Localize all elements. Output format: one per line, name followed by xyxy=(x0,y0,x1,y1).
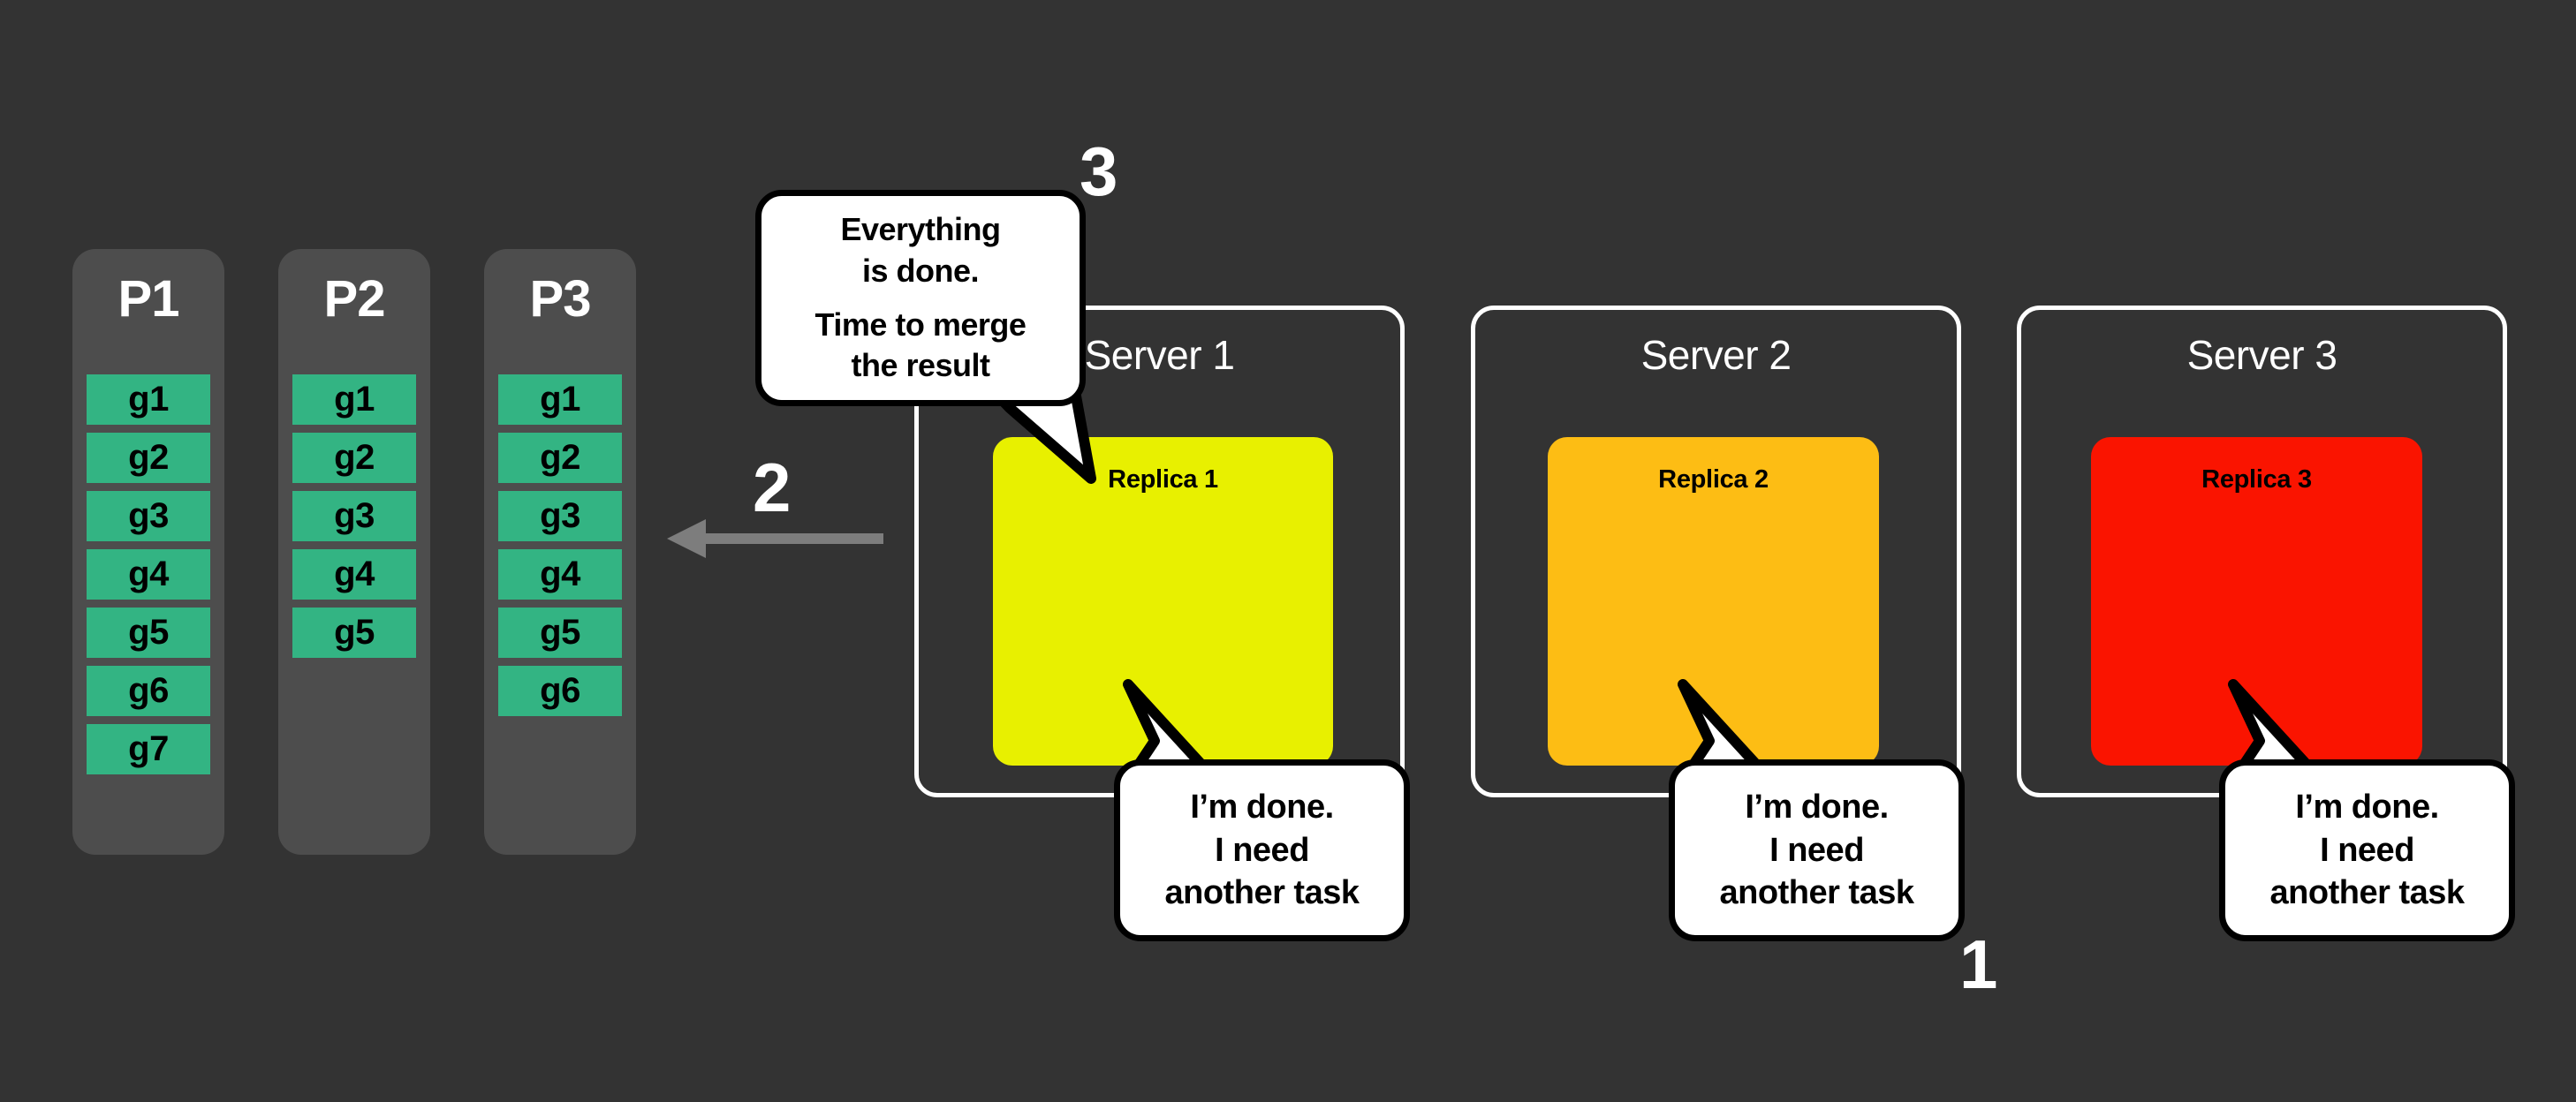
server-title: Server 3 xyxy=(2186,332,2337,378)
partition-title: P1 xyxy=(117,270,180,328)
replica-box-1: Replica 1 xyxy=(993,437,1333,766)
group-block: g4 xyxy=(87,549,210,600)
bubble-line: I’m done. xyxy=(1190,789,1334,826)
server-title: Server 1 xyxy=(1084,332,1235,378)
partition-card-p3: P3 g1 g2 g3 g4 g5 g6 xyxy=(484,249,636,855)
group-block: g3 xyxy=(292,491,416,541)
partition-card-p1: P1 g1 g2 g3 g4 g5 g6 g7 xyxy=(72,249,224,855)
bubble-line: Time to merge xyxy=(814,306,1027,343)
group-block: g6 xyxy=(498,666,622,716)
group-block: g2 xyxy=(498,433,622,483)
bubble-line: is done. xyxy=(861,252,980,289)
server-title: Server 2 xyxy=(1640,332,1792,378)
group-block: g4 xyxy=(498,549,622,600)
step-number-1: 1 xyxy=(1959,925,1997,1003)
group-block: g4 xyxy=(292,549,416,600)
done-speech-bubble-3: I’m done. I need another task xyxy=(2219,759,2515,941)
replica-label: Replica 1 xyxy=(1108,465,1218,494)
bubble-line: the result xyxy=(851,347,990,384)
step-number-3: 3 xyxy=(1080,132,1118,210)
merge-arrow xyxy=(667,512,888,565)
bubble-line: I’m done. xyxy=(2295,789,2439,826)
bubble-line: I need xyxy=(1769,831,1864,869)
merge-arrow-icon xyxy=(667,519,883,558)
group-block-list: g1 g2 g3 g4 g5 g6 g7 xyxy=(87,374,210,782)
replica-label: Replica 3 xyxy=(2201,465,2312,494)
bubble-line: another task xyxy=(1719,874,1914,912)
group-block: g1 xyxy=(498,374,622,425)
group-block: g5 xyxy=(498,608,622,658)
merge-speech-bubble: Everything is done. Time to merge the re… xyxy=(755,190,1086,406)
group-block: g3 xyxy=(87,491,210,541)
partition-card-p2: P2 g1 g2 g3 g4 g5 xyxy=(278,249,430,855)
group-block: g5 xyxy=(87,608,210,658)
group-block: g2 xyxy=(292,433,416,483)
group-block: g1 xyxy=(87,374,210,425)
bubble-line: I’m done. xyxy=(1745,789,1889,826)
bubble-line: Everything xyxy=(840,210,1001,247)
group-block: g1 xyxy=(292,374,416,425)
done-speech-bubble-2: I’m done. I need another task xyxy=(1669,759,1965,941)
group-block: g3 xyxy=(498,491,622,541)
group-block-list: g1 g2 g3 g4 g5 g6 xyxy=(498,374,622,724)
group-block: g5 xyxy=(292,608,416,658)
replica-box-3: Replica 3 xyxy=(2091,437,2422,766)
group-block: g2 xyxy=(87,433,210,483)
done-speech-bubble-1: I’m done. I need another task xyxy=(1114,759,1410,941)
bubble-line: I need xyxy=(1215,831,1309,869)
partition-title: P3 xyxy=(529,270,592,328)
partition-title: P2 xyxy=(323,270,386,328)
bubble-line: another task xyxy=(1164,874,1360,912)
group-block: g7 xyxy=(87,724,210,774)
group-block: g6 xyxy=(87,666,210,716)
replica-box-2: Replica 2 xyxy=(1548,437,1879,766)
replica-label: Replica 2 xyxy=(1658,465,1769,494)
step-number-2: 2 xyxy=(753,449,791,526)
group-block-list: g1 g2 g3 g4 g5 xyxy=(292,374,416,666)
bubble-line: another task xyxy=(2269,874,2465,912)
bubble-line: I need xyxy=(2320,831,2414,869)
